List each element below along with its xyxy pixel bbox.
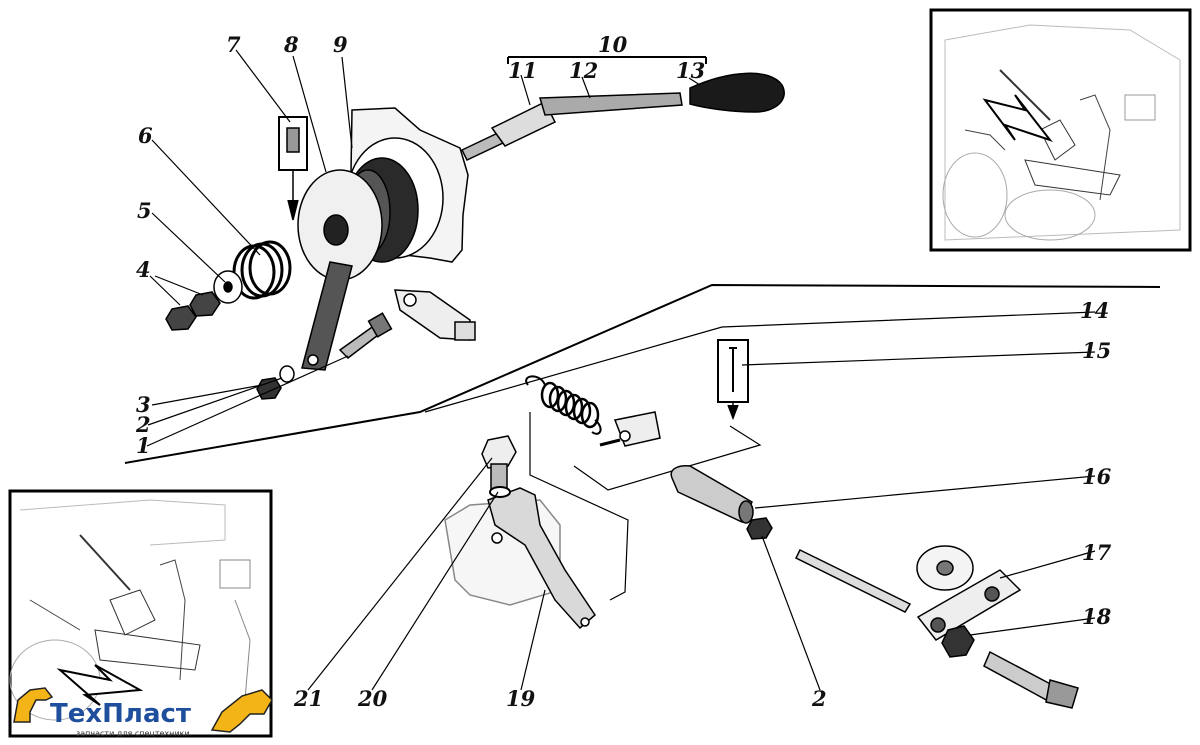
bucket-logo-icon: [210, 689, 273, 733]
inset-bottom-left: [8, 489, 273, 738]
callout-6: 6: [138, 123, 153, 148]
logo-name: ТехПласт: [50, 699, 191, 729]
logo: ТехПласт запчасти для спецтехники: [13, 687, 273, 738]
inset-top-right: [929, 8, 1192, 252]
callout-labels: 1 2 3 4 5 6 7 8 9 10 11 12 13 14 15 16 1…: [135, 32, 1112, 711]
callout-7: 7: [226, 32, 241, 57]
callout-5: 5: [137, 198, 152, 223]
excavator-logo-icon: [13, 687, 54, 723]
callout-11: 11: [508, 58, 537, 83]
callout-18: 18: [1082, 604, 1112, 629]
logo-tagline: запчасти для спецтехники: [76, 729, 190, 738]
callout-12: 12: [569, 58, 598, 83]
callout-2-lower: 2: [811, 686, 827, 711]
leader-lines: [146, 49, 1096, 691]
divider-line: [124, 283, 1161, 464]
callout-10: 10: [598, 32, 628, 57]
callout-13: 13: [676, 58, 705, 83]
callout-20: 20: [357, 686, 388, 711]
callout-3: 3: [136, 392, 151, 417]
callout-9: 9: [333, 32, 348, 57]
callout-1: 1: [136, 433, 151, 458]
callout-14: 14: [1080, 298, 1109, 323]
callout-2: 2: [135, 412, 151, 437]
callout-19: 19: [506, 686, 536, 711]
callout-4: 4: [136, 257, 151, 282]
callout-15: 15: [1082, 338, 1111, 363]
callout-16: 16: [1082, 464, 1112, 489]
callout-8: 8: [283, 32, 299, 57]
lower-assembly: [444, 339, 1079, 709]
callout-21: 21: [293, 686, 323, 711]
callout-17: 17: [1082, 540, 1112, 565]
upper-assembly: [165, 56, 785, 400]
